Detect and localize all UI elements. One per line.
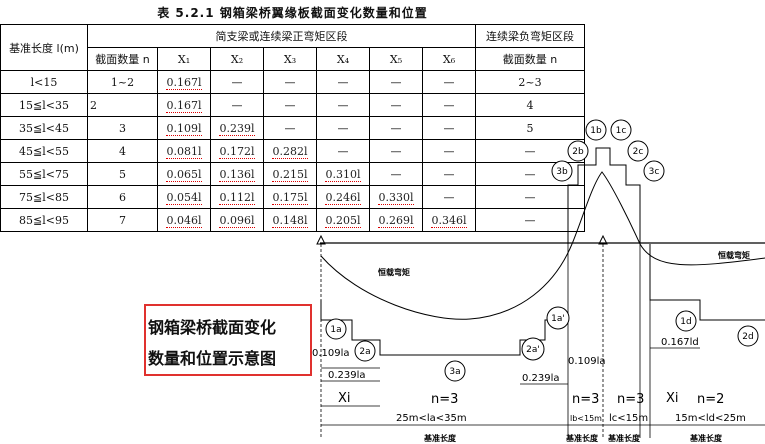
cell-x3: 0.215l — [263, 162, 317, 186]
spec-table: 基准长度 l(m) 简支梁或连续梁正弯矩区段 连续梁负弯矩区段 截面数量 n X… — [0, 24, 585, 232]
label-2a: 2a — [359, 347, 370, 357]
moment-label-left: 恒载弯矩 — [378, 267, 410, 277]
cell-x3: 0.148l — [263, 208, 317, 232]
cell-negative-sections: 2~3 — [475, 70, 585, 94]
xi-left: Xi — [338, 391, 351, 406]
label-1a-prime: 1a' — [551, 314, 565, 324]
dim-0167ld: 0.167ld — [661, 337, 699, 348]
span-b: lb<15m — [570, 414, 602, 423]
label-1a: 1a — [330, 325, 341, 335]
cell-sections: 2 — [87, 93, 158, 117]
cell-x6: — — [422, 93, 476, 117]
cell-x4: 0.205l — [316, 208, 370, 232]
span-d-step-profile — [649, 244, 765, 321]
cell-sections: 3 — [87, 116, 158, 140]
label-1b: 1b — [590, 126, 602, 136]
label-1d: 1d — [680, 317, 691, 327]
base-length-4: 基准长度 — [689, 433, 723, 443]
cell-negative-sections: — — [475, 185, 585, 209]
cell-negative-sections: — — [475, 139, 585, 163]
header-negative-group: 连续梁负弯矩区段 — [475, 24, 585, 48]
diagram-caption-box: 钢箱梁桥截面变化 数量和位置示意图 — [144, 304, 312, 376]
label-2d: 2d — [742, 332, 753, 342]
cell-x4: — — [316, 70, 370, 94]
n3-c: n=3 — [617, 392, 644, 407]
cell-x2: 0.096l — [210, 208, 264, 232]
n3-main: n=3 — [431, 392, 458, 407]
cell-x5: — — [369, 162, 423, 186]
cell-x4: 0.246l — [316, 185, 370, 209]
cell-sections: 6 — [87, 185, 158, 209]
header-base-length: 基准长度 l(m) — [0, 24, 88, 71]
page-title: 表 5.2.1 钢箱梁桥翼缘板截面变化数量和位置 — [157, 6, 428, 20]
label-3b: 3b — [556, 167, 568, 177]
caption-line-2: 数量和位置示意图 — [148, 349, 277, 368]
header-sections-negative: 截面数量 n — [475, 47, 585, 71]
span-a-step-profile — [320, 300, 568, 356]
span-c: lc<15m — [609, 413, 648, 424]
moment-curve — [320, 171, 765, 320]
cell-x1: 0.046l — [157, 208, 211, 232]
cell-x5: — — [369, 93, 423, 117]
cell-x4: — — [316, 139, 370, 163]
cell-x3: — — [263, 70, 317, 94]
pier-step-profile — [567, 147, 641, 244]
caption-line-1: 钢箱梁桥截面变化 — [148, 318, 277, 337]
dim-0239la-right: 0.239la — [522, 373, 560, 384]
n3-b: n=3 — [572, 392, 599, 407]
span-d: 15m<ld<25m — [675, 413, 746, 424]
base-length-3: 基准长度 — [607, 433, 641, 443]
span-a: 25m<la<35m — [396, 413, 467, 424]
xi-right: Xi — [666, 391, 679, 406]
cell-x2: 0.136l — [210, 162, 264, 186]
cell-x5: — — [369, 139, 423, 163]
cell-sections: 4 — [87, 139, 158, 163]
cell-negative-sections: — — [475, 208, 585, 232]
label-1c: 1c — [616, 126, 627, 136]
cell-x1: 0.167l — [157, 70, 211, 94]
header-x4: X₄ — [316, 47, 370, 71]
label-2a-prime: 2a' — [526, 345, 540, 355]
cell-x2: 0.239l — [210, 116, 264, 140]
header-x3: X₃ — [263, 47, 317, 71]
cell-range: 85≦l<95 — [0, 208, 88, 232]
cell-x6: — — [422, 70, 476, 94]
label-3a: 3a — [449, 367, 460, 377]
label-3c: 3c — [649, 167, 660, 177]
label-2b: 2b — [572, 147, 584, 157]
cell-range: 75≦l<85 — [0, 185, 88, 209]
cell-x3: 0.282l — [263, 139, 317, 163]
base-length-1: 基准长度 — [423, 433, 457, 443]
dim-0109la-right: 0.109la — [568, 356, 606, 367]
dim-0239la-left: 0.239la — [328, 370, 366, 381]
cell-range: 35≦l<45 — [0, 116, 88, 140]
header-sections: 截面数量 n — [87, 47, 158, 71]
cell-sections: 7 — [87, 208, 158, 232]
cell-x3: 0.175l — [263, 185, 317, 209]
base-length-2: 基准长度 — [565, 433, 599, 443]
label-2c: 2c — [633, 147, 644, 157]
cell-range: 45≦l<55 — [0, 139, 88, 163]
dim-0109la-left: 0.109la — [312, 348, 350, 359]
n2: n=2 — [697, 392, 724, 407]
moment-label-right: 恒载弯矩 — [718, 250, 750, 260]
